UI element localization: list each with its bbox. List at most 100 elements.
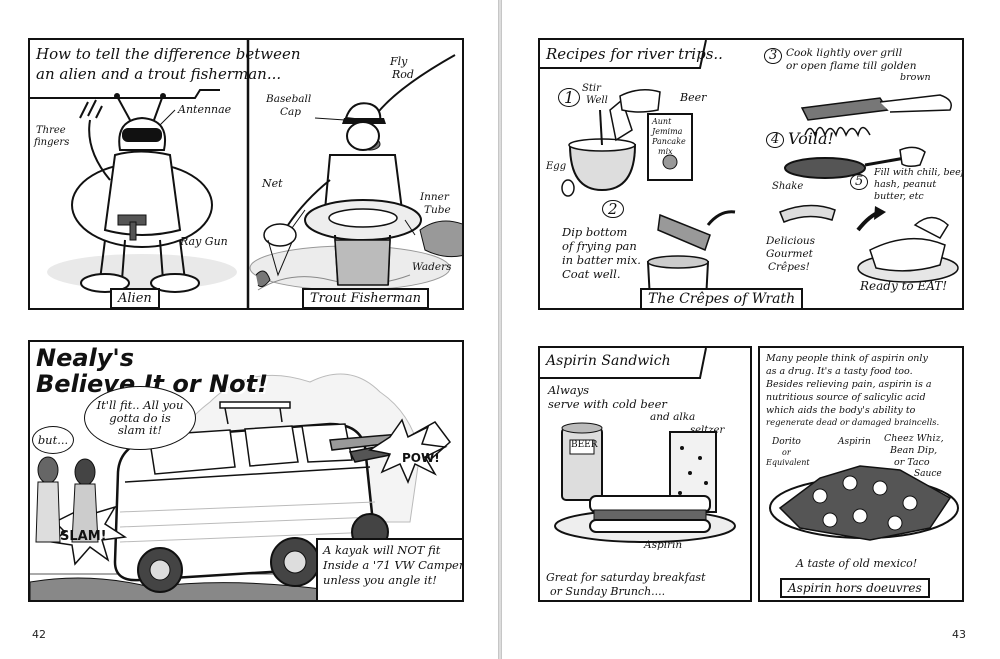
sandwich-bottom2: or Sunday Brunch.... bbox=[550, 585, 666, 598]
caption-aspirin-hors-doeuvres: Aspirin hors doeuvres bbox=[780, 578, 930, 598]
nacho-platter-drawing bbox=[769, 465, 959, 541]
caption-alien: Alien bbox=[110, 288, 160, 308]
bystanders bbox=[35, 456, 99, 543]
hors-para-6: regenerate dead or damaged braincells. bbox=[766, 418, 940, 428]
right-page: Recipes for river trips.. 1 Stir Well Be… bbox=[502, 0, 1000, 659]
label-baseball: Baseball bbox=[266, 93, 312, 105]
speech-line-3: slam it! bbox=[118, 423, 162, 438]
label-or-taco: or Taco bbox=[894, 457, 930, 468]
page-number-left: 42 bbox=[32, 628, 46, 641]
egg bbox=[561, 179, 575, 197]
step3-line3: brown bbox=[900, 72, 931, 83]
step3-num: 3 bbox=[764, 48, 783, 65]
kayak-caption-1: A kayak will NOT fit bbox=[323, 543, 441, 557]
rolled-crepe bbox=[857, 216, 959, 283]
left-page: How to tell the difference between an al… bbox=[0, 0, 498, 659]
fisherman-figure bbox=[249, 54, 462, 291]
label-equivalent: Equivalent bbox=[766, 458, 810, 467]
grill-flame bbox=[800, 94, 952, 138]
label-fly: Fly bbox=[390, 55, 408, 68]
pancake-mix-box bbox=[647, 113, 693, 181]
caption-trout-fisherman: Trout Fisherman bbox=[302, 288, 430, 308]
can-label-beer: BEER bbox=[571, 440, 598, 450]
sandwich-line1: Always bbox=[548, 383, 590, 397]
pow-burst bbox=[368, 418, 448, 484]
alien-title-line1: How to tell the difference between bbox=[36, 45, 301, 63]
label-fingers: fingers bbox=[34, 137, 70, 148]
panel-alien-vs-fisherman: How to tell the difference between an al… bbox=[28, 38, 464, 310]
headline-nealys: Nealy's bbox=[36, 344, 135, 372]
hors-label-aspirin: Aspirin bbox=[838, 437, 871, 447]
alien-figure bbox=[47, 93, 237, 293]
mix-box-pancake: Pancake bbox=[652, 137, 686, 146]
step5-line1: Fill with chili, beef bbox=[874, 167, 964, 178]
falling-crepe bbox=[779, 204, 836, 223]
label-sauce: Sauce bbox=[914, 469, 942, 479]
panel-aspirin-hors-doeuvres: Many people think of aspirin only as a d… bbox=[758, 346, 964, 602]
frying-pan bbox=[784, 146, 926, 179]
sandwich-title: Aspirin Sandwich bbox=[546, 353, 671, 369]
label-dorito: Dorito bbox=[772, 437, 801, 447]
speech-but-text: but... bbox=[37, 432, 69, 447]
hors-para-4: nutritious source of salicylic acid bbox=[766, 392, 926, 403]
step5-line2: hash, peanut bbox=[874, 179, 937, 190]
alien-fisherman-drawing bbox=[30, 40, 462, 308]
sandwich-label-aspirin: Aspirin bbox=[644, 539, 683, 551]
step3-line1: Cook lightly over grill bbox=[786, 47, 903, 59]
mix-box-jemima: Jemima bbox=[652, 127, 683, 136]
alien-title-line2: an alien and a trout fisherman... bbox=[36, 65, 282, 83]
delicious-line1: Delicious bbox=[766, 235, 816, 247]
speech-line-2: gotta do is bbox=[109, 410, 171, 425]
label-antennae: Antennae bbox=[178, 103, 232, 116]
sandwich-line2: serve with cold beer bbox=[548, 397, 667, 411]
beer-can bbox=[561, 422, 603, 501]
step3-line2: or open flame till golden bbox=[786, 60, 917, 72]
step2-line4: Coat well. bbox=[562, 267, 621, 281]
step4-num: 4 bbox=[766, 132, 785, 149]
kayak-caption-box: A kayak will NOT fit Inside a '71 VW Cam… bbox=[316, 538, 464, 600]
speech-bubble-but: but... bbox=[32, 426, 74, 454]
delicious-line2: Gourmet bbox=[766, 248, 813, 260]
step1-num: 1 bbox=[558, 88, 581, 108]
panel-aspirin-sandwich: Aspirin Sandwich Always serve with cold … bbox=[538, 346, 752, 602]
nacho-platter bbox=[769, 465, 959, 541]
label-stir: Stir bbox=[582, 83, 601, 94]
crepes-drawing bbox=[540, 40, 959, 301]
label-cheez-whiz: Cheez Whiz, bbox=[884, 433, 944, 444]
label-bean-dip: Bean Dip, bbox=[890, 445, 938, 456]
crepes-title: Recipes for river trips.. bbox=[546, 45, 723, 63]
beer-can-pouring bbox=[619, 89, 661, 113]
speech-line-1: It'll fit.. All you bbox=[96, 398, 184, 413]
sfx-slam: SLAM! bbox=[60, 529, 107, 544]
step4-voila: Voila! bbox=[788, 129, 834, 148]
label-shake: Shake bbox=[772, 181, 804, 192]
step2-line3: in batter mix. bbox=[562, 253, 641, 267]
hors-para-2: as a drug. It's a tasty food too. bbox=[766, 366, 913, 377]
aspirin-sandwich-drawing bbox=[540, 348, 736, 543]
sandwich-line3: and alka bbox=[650, 411, 696, 423]
mixing-bowl bbox=[568, 98, 637, 192]
caption-crepes-of-wrath: The Crêpes of Wrath bbox=[640, 288, 804, 308]
sfx-pow: POW! bbox=[402, 451, 440, 465]
sandwich-line4: seltzer bbox=[690, 425, 725, 436]
step2-line2: of frying pan bbox=[562, 239, 637, 253]
step5-num: 5 bbox=[850, 174, 869, 191]
vw-camper-drawing bbox=[30, 373, 462, 600]
label-three: Three bbox=[36, 125, 66, 136]
label-tube: Tube bbox=[424, 204, 451, 216]
label-well: Well bbox=[586, 95, 608, 106]
hors-para-5: which aids the body's ability to bbox=[766, 405, 916, 416]
label-cap: Cap bbox=[280, 106, 302, 118]
delicious-line3: Crêpes! bbox=[768, 261, 810, 273]
mix-box-mix: mix bbox=[658, 147, 673, 156]
label-inner: Inner bbox=[420, 191, 449, 203]
hors-para-1: Many people think of aspirin only bbox=[766, 353, 928, 364]
mix-box-aunt: Aunt bbox=[652, 117, 672, 126]
step2-num: 2 bbox=[602, 200, 624, 219]
batter-bowl bbox=[646, 210, 736, 301]
sandwich-bottom1: Great for saturday breakfast bbox=[546, 571, 706, 584]
vw-camper bbox=[113, 401, 403, 593]
kayak-caption-2: Inside a '71 VW Camper bbox=[323, 557, 464, 572]
step2-line1: Dip bottom bbox=[562, 225, 628, 239]
book-gutter bbox=[498, 0, 502, 659]
